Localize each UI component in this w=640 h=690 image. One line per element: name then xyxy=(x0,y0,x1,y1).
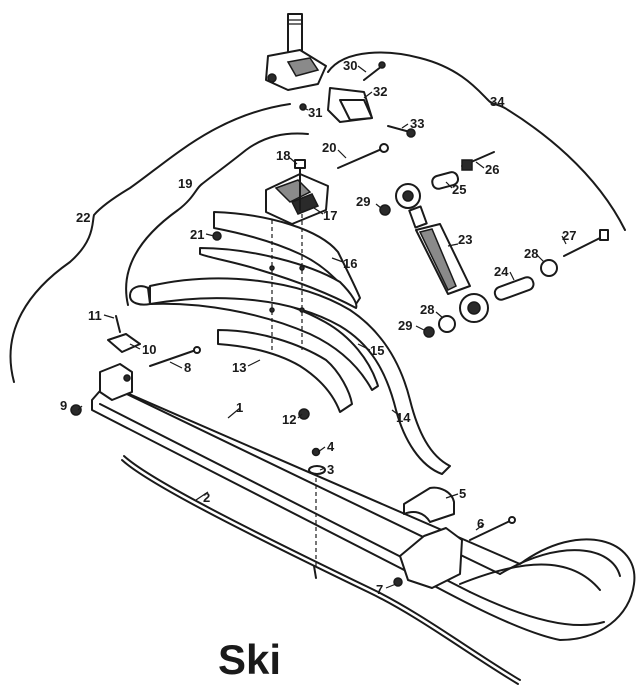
callout-17: 17 xyxy=(323,208,337,223)
part-10-clip xyxy=(107,333,141,353)
callout-28-lower: 28 xyxy=(420,302,434,317)
callout-28-upper: 28 xyxy=(524,246,538,261)
callout-30: 30 xyxy=(343,58,357,73)
part-12-nut xyxy=(298,408,310,420)
callout-26: 26 xyxy=(485,162,499,177)
part-25-sleeve xyxy=(431,171,460,190)
callout-11: 11 xyxy=(88,308,102,323)
part-21-nut xyxy=(212,231,222,241)
callout-4: 4 xyxy=(327,439,335,454)
callout-7: 7 xyxy=(376,582,383,597)
callout-27: 27 xyxy=(562,228,576,243)
part-2-runner xyxy=(123,455,521,681)
part-11-pin xyxy=(115,315,121,333)
part-9-nut xyxy=(70,404,82,416)
part-17-clamp xyxy=(265,173,329,225)
part-26-bolt xyxy=(461,151,495,171)
bracket-34 xyxy=(327,51,626,231)
callout-13: 13 xyxy=(232,360,246,375)
callout-29-upper: 29 xyxy=(356,194,370,209)
callout-23: 23 xyxy=(458,232,472,247)
part-29-nut-lower xyxy=(423,326,435,338)
part-16-leaf-lower xyxy=(199,247,358,309)
part-15-eye xyxy=(129,285,151,306)
ski-tip-bracket xyxy=(399,527,463,589)
callout-5: 5 xyxy=(459,486,466,501)
callout-24: 24 xyxy=(494,264,509,279)
spindle-mount xyxy=(265,13,327,91)
bracket-22 xyxy=(9,103,291,383)
callout-8: 8 xyxy=(184,360,191,375)
part-8-bolt xyxy=(149,346,201,367)
callout-12: 12 xyxy=(282,412,296,427)
part-6-bolt xyxy=(469,516,516,541)
part-28-bushing-lower xyxy=(438,315,456,333)
part-13-leaf xyxy=(217,329,353,413)
part-4-nut xyxy=(311,447,321,457)
callout-14: 14 xyxy=(396,410,411,425)
part-14-leaf xyxy=(149,277,451,475)
part-33-bolt xyxy=(387,125,416,138)
part-5-saddle xyxy=(403,486,455,523)
callout-leaders xyxy=(77,65,567,589)
callout-15: 15 xyxy=(370,343,384,358)
callout-2: 2 xyxy=(203,490,210,505)
part-1-ski xyxy=(91,363,636,641)
bracket-19 xyxy=(125,132,309,306)
callout-9: 9 xyxy=(60,398,67,413)
callout-33: 33 xyxy=(410,116,424,131)
part-23-shock xyxy=(395,183,489,323)
part-29-nut-upper xyxy=(379,204,391,216)
callout-19: 19 xyxy=(178,176,192,191)
callout-22: 22 xyxy=(76,210,90,225)
callout-32: 32 xyxy=(373,84,387,99)
callout-1: 1 xyxy=(236,400,243,415)
part-24-sleeve xyxy=(493,276,535,301)
part-20-bolt xyxy=(337,143,389,169)
part-32-bracket xyxy=(327,87,373,123)
part-28-bushing-upper xyxy=(540,259,558,277)
callout-21: 21 xyxy=(190,227,204,242)
callout-3: 3 xyxy=(327,462,334,477)
part-27-bolt xyxy=(563,229,609,257)
callout-6: 6 xyxy=(477,516,484,531)
callout-18: 18 xyxy=(276,148,290,163)
callout-20: 20 xyxy=(322,140,336,155)
callout-16: 16 xyxy=(343,256,357,271)
callout-10: 10 xyxy=(142,342,156,357)
callout-25: 25 xyxy=(452,182,466,197)
diagram-title: Ski xyxy=(218,636,281,683)
callout-34: 34 xyxy=(490,94,505,109)
callout-31: 31 xyxy=(308,105,322,120)
callout-29-lower: 29 xyxy=(398,318,412,333)
part-30-bolt xyxy=(363,61,386,81)
part-3-washer xyxy=(308,465,326,475)
